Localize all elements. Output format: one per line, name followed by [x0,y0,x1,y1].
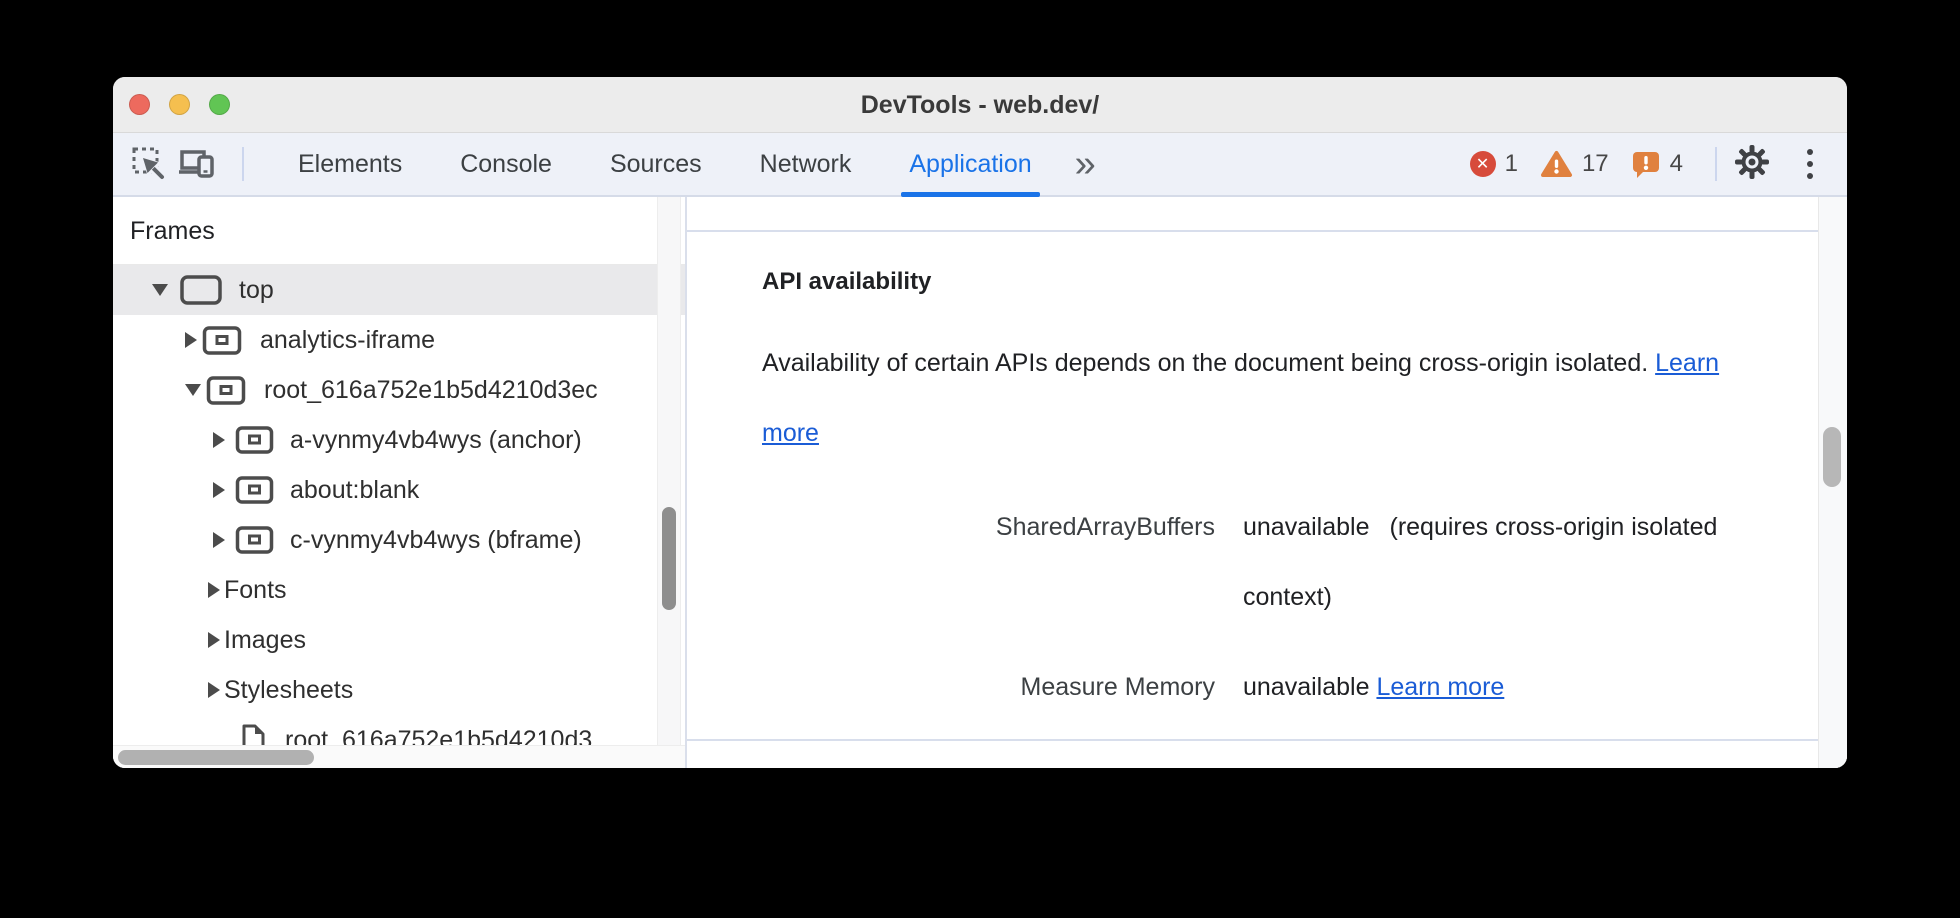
iframe-icon [202,325,242,356]
api-availability-section: API availability Availability of certain… [687,230,1818,741]
field-row-sharedarraybuffers: SharedArrayBuffers unavailable(requires … [762,492,1733,632]
tree-row-label: Images [224,625,306,654]
minimize-window-button[interactable] [169,94,190,115]
inspect-cursor-icon [132,147,168,183]
application-panel: Frames top analytics-iframe [113,197,1847,768]
details-vertical-scrollbar-thumb[interactable] [1823,427,1841,487]
tree-row-label: top [239,275,274,304]
issue-count[interactable]: 4 [1669,150,1683,177]
tree-row-label: c-vynmy4vb4wys (bframe) [290,525,582,554]
tree-row-label: Stylesheets [224,675,354,704]
device-toolbar-icon [179,150,214,178]
availability-note: (requires cross-origin isolated context) [1243,513,1718,611]
sidebar-horizontal-scrollbar-thumb[interactable] [118,750,314,765]
panel-tabs: Elements Console Sources Network Applica… [269,133,1061,197]
learn-more-link[interactable]: Learn more [762,349,1720,447]
field-row-measure-memory: Measure Memory unavailable Learn more [762,652,1733,722]
tree-row-label: about:blank [290,475,420,504]
sidebar-vertical-scrollbar-thumb[interactable] [662,507,676,610]
warning-count[interactable]: 17 [1581,150,1609,177]
sidebar-vertical-scrollbar[interactable] [657,197,681,745]
field-label: Measure Memory [1020,673,1216,701]
expand-arrow-icon[interactable] [208,582,220,598]
iframe-icon [235,525,274,555]
collapse-arrow-icon[interactable] [185,384,201,396]
tab-sources[interactable]: Sources [609,150,702,178]
iframe-icon [235,475,274,505]
tree-row-root-frame[interactable]: root_616a752e1b5d4210d3ec [113,365,685,415]
learn-more-link[interactable]: Learn more [1376,673,1505,701]
titlebar[interactable]: DevTools - web.dev/ [113,77,1847,133]
field-label: SharedArrayBuffers [995,513,1215,541]
close-window-button[interactable] [129,94,150,115]
availability-value: unavailable [1243,673,1370,701]
error-badge-icon[interactable]: ✕ [1469,151,1496,177]
collapse-arrow-icon[interactable] [152,284,168,296]
tree-row-c-frame[interactable]: c-vynmy4vb4wys (bframe) [113,515,685,565]
tree-row-label: Fonts [224,575,287,604]
expand-arrow-icon[interactable] [213,432,225,448]
frames-sidebar: Frames top analytics-iframe [113,197,687,768]
settings-button[interactable] [1733,143,1771,186]
error-count[interactable]: 1 [1504,150,1518,177]
tree-row-a-frame[interactable]: a-vynmy4vb4wys (anchor) [113,415,685,465]
toggle-device-toolbar-button[interactable] [173,140,221,188]
tab-application[interactable]: Application [880,133,1060,197]
expand-arrow-icon[interactable] [185,332,197,348]
more-tabs-button[interactable]: » [1074,143,1096,185]
field-value: unavailable(requires cross-origin isolat… [1243,492,1733,632]
tree-row-analytics-iframe[interactable]: analytics-iframe [113,315,685,365]
description-text: Availability of certain APIs depends on … [762,349,1649,377]
sidebar-horizontal-scrollbar[interactable] [113,745,685,768]
tab-console[interactable]: Console [460,150,552,178]
inspect-element-button[interactable] [125,140,173,188]
section-title: API availability [762,268,932,295]
tree-row-top[interactable]: top [113,265,685,315]
tree-row-stylesheets[interactable]: Stylesheets [113,665,685,715]
tree-row-label: a-vynmy4vb4wys (anchor) [290,425,582,454]
tab-network[interactable]: Network [759,150,852,178]
tab-elements[interactable]: Elements [298,150,403,178]
toolbar-divider [1715,147,1717,181]
tree-row-label: analytics-iframe [260,325,436,354]
devtools-toolbar: Elements Console Sources Network Applica… [113,133,1847,197]
frames-section-header[interactable]: Frames [113,197,685,265]
expand-arrow-icon[interactable] [208,682,220,698]
tree-row-images[interactable]: Images [113,615,685,665]
dot [1807,161,1813,167]
dot [1807,149,1813,155]
tree-row-fonts[interactable]: Fonts [113,565,685,615]
devtools-window: DevTools - web.dev/ Elements Console [113,77,1847,768]
dot [1807,173,1813,179]
iframe-icon [235,425,274,455]
section-description: Availability of certain APIs depends on … [762,328,1742,468]
expand-arrow-icon[interactable] [213,532,225,548]
expand-arrow-icon[interactable] [208,632,220,648]
iframe-icon [206,375,246,406]
tree-row-about-blank[interactable]: about:blank [113,465,685,515]
gear-icon [1735,144,1769,179]
warning-badge-icon[interactable] [1540,149,1573,179]
window-title: DevTools - web.dev/ [860,91,1100,119]
frame-icon [179,273,223,307]
expand-arrow-icon[interactable] [213,482,225,498]
field-value: unavailable Learn more [1243,652,1733,722]
tree-row-label: root_616a752e1b5d4210d3ec [264,375,598,404]
maximize-window-button[interactable] [209,94,230,115]
availability-value: unavailable [1243,513,1370,541]
issues-badge-icon[interactable] [1631,149,1661,179]
toolbar-right-group: ✕ 1 17 4 [1469,143,1813,186]
toolbar-divider [242,147,244,181]
more-options-button[interactable] [1807,146,1813,182]
frame-details-view: API availability Availability of certain… [687,197,1847,768]
